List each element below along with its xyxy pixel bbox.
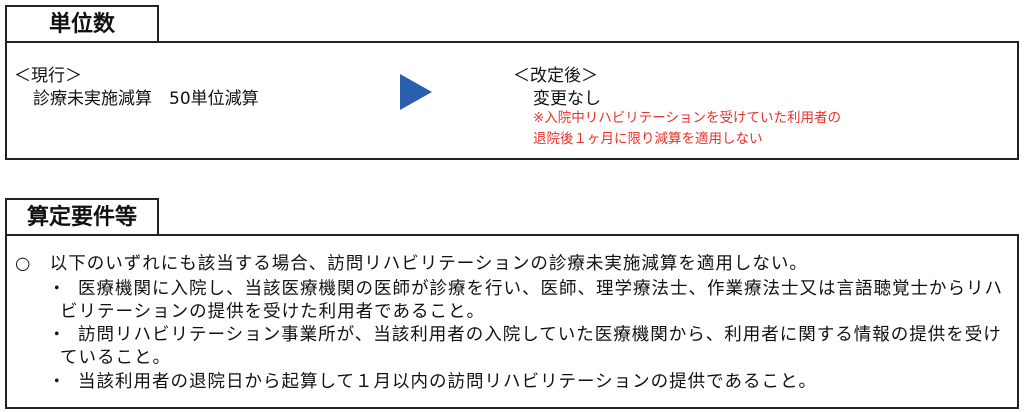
revised-label: ＜改定後＞ [513,66,598,86]
bullet: ・ [48,325,67,345]
bullet: ・ [48,372,67,392]
current-label: ＜現行＞ [14,66,82,86]
arrow-right-icon [400,74,432,110]
section-title-units: 単位数 [5,5,159,43]
requirement-item: ・当該利用者の退院日から起算して１月以内の訪問リハビリテーションの提供であること… [48,371,1020,394]
requirement-item: ・訪問リハビリテーション事業所が、当該利用者の入院していた医療機関から、利用者に… [48,324,1020,370]
requirement-text: 当該利用者の退院日から起算して１月以内の訪問リハビリテーションの提供であること。 [78,372,817,392]
revised-note-line2: 退院後１ヶ月に限り減算を適用しない [533,131,763,147]
revised-value: 変更なし [533,89,601,109]
requirement-item: ・医療機関に入院し、当該医療機関の医師が診療を行い、医師、理学療法士、作業療法士… [48,278,1020,324]
current-value: 診療未実施減算 50単位減算 [33,89,259,109]
section-title-requirements: 算定要件等 [5,198,159,236]
requirement-text: 訪問リハビリテーション事業所が、当該利用者の入院していた医療機関から、利用者に関… [60,325,1002,368]
requirement-text: 医療機関に入院し、当該医療機関の医師が診療を行い、医師、理学療法士、作業療法士又… [60,279,1003,322]
requirements-box: ○ 以下のいずれにも該当する場合、訪問リハビリテーションの診療未実施減算を適用し… [5,234,1019,409]
requirements-lead: ○ 以下のいずれにも該当する場合、訪問リハビリテーションの診療未実施減算を適用し… [15,254,808,274]
bullet: ・ [48,279,67,299]
revised-note-line1: ※入院中リハビリテーションを受けていた利用者の [533,110,842,126]
units-box: ＜現行＞ 診療未実施減算 50単位減算 ＜改定後＞ 変更なし ※入院中リハビリテ… [5,41,1019,160]
